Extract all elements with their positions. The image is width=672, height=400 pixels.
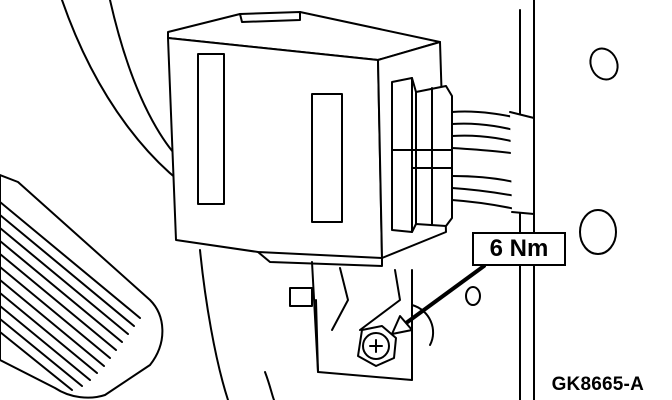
electrical-connector — [391, 77, 453, 233]
wire-harness — [451, 110, 535, 215]
panel-hole-small — [465, 286, 481, 306]
panel-holes — [465, 47, 619, 306]
module-slot-right — [311, 93, 343, 223]
figure-id: GK8665-A — [551, 374, 644, 395]
panel-hole-upper — [589, 47, 619, 81]
accelerator-pedal — [0, 174, 164, 399]
module-slot-left — [197, 53, 225, 205]
torque-callout: 6 Nm — [472, 232, 566, 266]
panel-hole-middle — [579, 209, 617, 255]
torque-leader-arrow — [391, 264, 486, 335]
bracket-tab — [289, 287, 313, 307]
retaining-bolt — [357, 325, 397, 367]
